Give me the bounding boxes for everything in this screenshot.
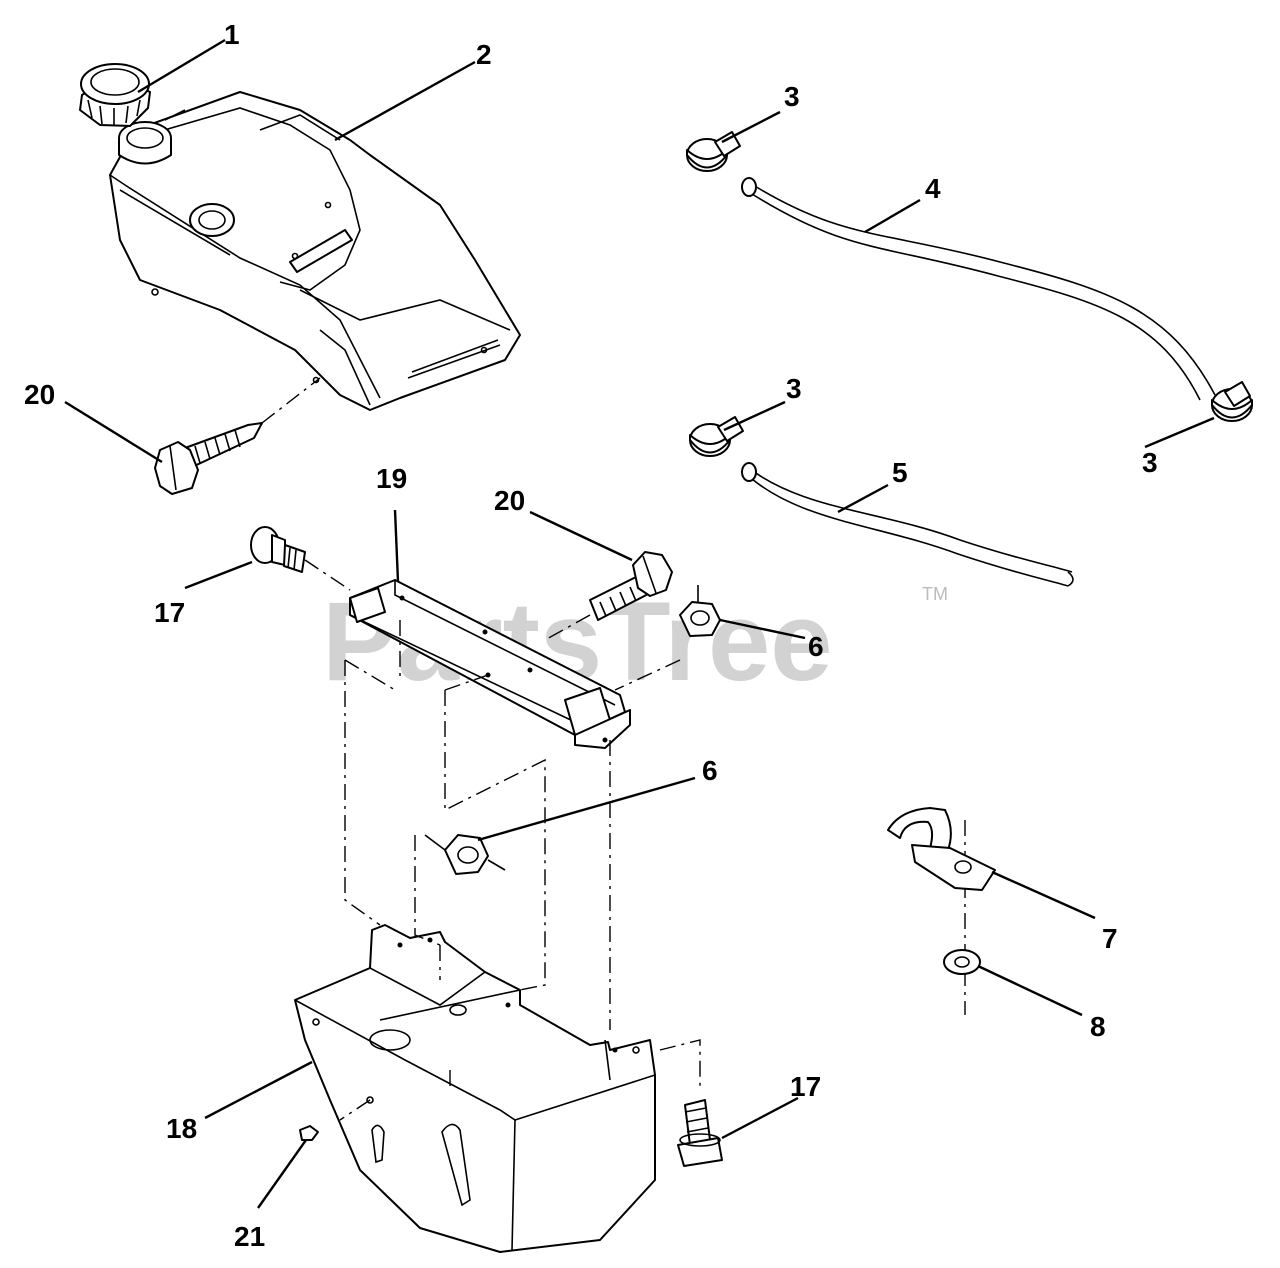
- hose-clamp-part-top[interactable]: [686, 131, 741, 172]
- fuel-cap-part[interactable]: [79, 63, 151, 127]
- callout-6-lower: 6: [702, 755, 718, 786]
- callout-20-lower: 20: [494, 485, 525, 516]
- watermark-trademark: TM: [922, 584, 948, 604]
- washer-part[interactable]: [943, 949, 981, 975]
- leader-lines: [64, 38, 1215, 1209]
- callout-3-middle: 3: [786, 373, 802, 404]
- callout-17-lower: 17: [790, 1071, 821, 1102]
- callout-4: 4: [925, 173, 941, 204]
- callout-3-top: 3: [784, 81, 800, 112]
- callout-3-right: 3: [1142, 447, 1158, 478]
- callout-2: 2: [476, 39, 492, 70]
- fuel-line-part-upper[interactable]: [741, 177, 1216, 401]
- screw-part-lower[interactable]: [544, 551, 673, 641]
- callout-18: 18: [166, 1113, 197, 1144]
- cable-clip-part[interactable]: [887, 807, 996, 891]
- screw-part-upper[interactable]: [154, 377, 321, 495]
- fuel-line-part-lower[interactable]: [741, 462, 1074, 587]
- callout-7: 7: [1102, 923, 1118, 954]
- hex-nut-part-upper[interactable]: [614, 585, 721, 691]
- hex-nut-part-lower[interactable]: [424, 834, 506, 875]
- callout-5: 5: [892, 457, 908, 488]
- callout-19: 19: [376, 463, 407, 494]
- callout-20-upper: 20: [24, 379, 55, 410]
- fuel-tank-part[interactable]: [109, 91, 521, 411]
- hose-clamp-part-right[interactable]: [1211, 381, 1253, 422]
- callout-6-upper: 6: [808, 631, 824, 662]
- small-nut-part[interactable]: [299, 1125, 319, 1141]
- callout-8: 8: [1090, 1011, 1106, 1042]
- callout-1: 1: [224, 19, 240, 50]
- bracket-part[interactable]: [349, 579, 631, 749]
- callout-21: 21: [234, 1221, 265, 1252]
- bolt-part-lower[interactable]: [677, 1099, 723, 1167]
- assembly-lines: [339, 620, 966, 1121]
- battery-box-part[interactable]: [294, 924, 656, 1253]
- callout-17-upper: 17: [154, 597, 185, 628]
- hose-clamp-part-middle[interactable]: [689, 416, 744, 457]
- shoulder-bolt-part-upper[interactable]: [250, 526, 351, 591]
